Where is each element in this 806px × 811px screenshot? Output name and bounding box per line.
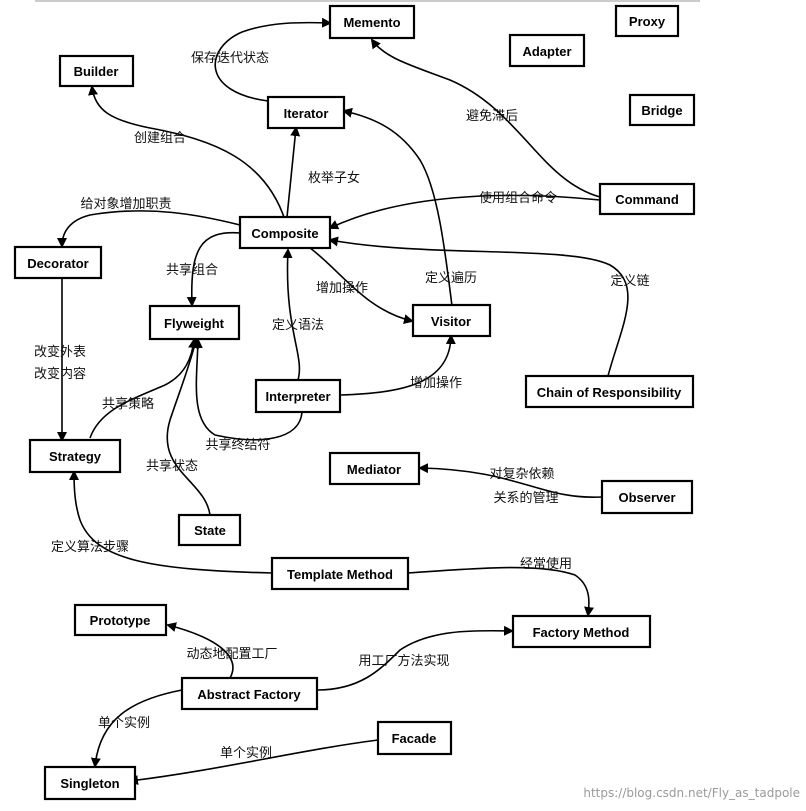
box-flyweight: Flyweight <box>148 304 241 341</box>
box-proxy: Proxy <box>614 4 680 38</box>
edge-visitor-iterator <box>342 107 453 307</box>
label-often-use: 经常使用 <box>520 556 572 572</box>
box-facade: Facade <box>376 720 453 756</box>
label-define-grammar: 定义语法 <box>272 318 324 333</box>
box-adapter: Adapter <box>508 33 586 68</box>
box-interpreter-label: Interpreter <box>265 389 330 404</box>
edge-chain-composite <box>328 236 629 377</box>
box-prototype-label: Prototype <box>90 613 151 628</box>
edge-composite-visitor <box>309 247 414 325</box>
label-add-responsibilities: 给对象增加职责 <box>80 197 171 212</box>
box-command-label: Command <box>615 192 679 207</box>
label-avoid-lag: 避免滞后 <box>466 109 518 124</box>
label-add-operation-1: 增加操作 <box>316 280 368 296</box>
edge-observer-mediator <box>418 463 603 498</box>
label-change-skin-2: 改变内容 <box>34 366 86 382</box>
box-flyweight-label: Flyweight <box>164 316 225 331</box>
box-iterator-label: Iterator <box>284 106 329 121</box>
edge-abstractfactory-factorymethod <box>316 625 514 691</box>
box-state: State <box>177 513 242 547</box>
watermark: https://blog.csdn.net/Fly_as_tadpole <box>583 786 800 800</box>
box-mediator: Mediator <box>328 451 421 486</box>
box-visitor: Visitor <box>411 303 492 338</box>
label-share-strategy: 共享策略 <box>102 396 154 412</box>
box-builder-label: Builder <box>74 64 119 79</box>
pattern-boxes: Memento Proxy Builder Adapter Iterator B… <box>13 4 696 801</box>
relation-labels: 保存迭代状态 避免滞后 创建组合 枚举子女 给对象增加职责 使用组合命令 共享组… <box>34 51 650 761</box>
label-single-instance-1: 单个实例 <box>98 716 150 731</box>
box-command: Command <box>598 182 696 216</box>
edge-interpreter-flyweight <box>192 338 303 441</box>
edge-templatemethod-factorymethod <box>407 566 595 617</box>
edge-command-memento <box>370 38 601 198</box>
edge-state-flyweight <box>166 338 211 516</box>
label-create-composition: 创建组合 <box>134 131 186 146</box>
box-bridge: Bridge <box>628 93 696 127</box>
edges <box>57 17 629 785</box>
label-use-composite-command: 使用组合命令 <box>479 190 557 206</box>
edge-interpreter-visitor <box>339 334 456 396</box>
box-chain-of-responsibility: Chain of Responsibility <box>524 374 695 409</box>
edge-composite-flyweight <box>186 231 241 307</box>
label-single-instance-2: 单个实例 <box>220 746 272 761</box>
box-state-label: State <box>194 523 226 538</box>
box-prototype: Prototype <box>73 603 168 637</box>
box-builder: Builder <box>58 54 135 88</box>
edge-abstractfactory-singleton <box>90 689 183 768</box>
label-implement-with-factory-method: 用工厂方法实现 <box>358 653 449 669</box>
box-singleton-label: Singleton <box>60 776 119 791</box>
label-define-algorithm-steps: 定义算法步骤 <box>51 540 129 555</box>
label-dynamic-config-factory: 动态地配置工厂 <box>186 647 277 662</box>
box-chain-label: Chain of Responsibility <box>537 385 682 400</box>
box-interpreter: Interpreter <box>254 378 342 414</box>
edge-facade-singleton <box>128 739 379 785</box>
box-decorator: Decorator <box>13 245 103 280</box>
edge-composite-iterator <box>286 126 301 218</box>
box-bridge-label: Bridge <box>641 103 682 118</box>
edge-command-composite <box>328 194 601 230</box>
box-decorator-label: Decorator <box>27 256 88 271</box>
box-composite-label: Composite <box>251 226 318 241</box>
box-observer: Observer <box>600 479 694 515</box>
box-adapter-label: Adapter <box>522 44 571 59</box>
box-visitor-label: Visitor <box>431 314 471 329</box>
label-enumerate-children: 枚举子女 <box>308 170 360 186</box>
label-share-state: 共享状态 <box>146 458 198 474</box>
box-template-method-label: Template Method <box>287 567 393 582</box>
label-share-composite: 共享组合 <box>166 262 218 278</box>
box-abstract-factory-label: Abstract Factory <box>197 687 301 702</box>
label-save-iteration-state: 保存迭代状态 <box>191 51 269 66</box>
box-mediator-label: Mediator <box>347 462 401 477</box>
edge-abstractfactory-prototype <box>166 622 234 679</box>
label-define-traversal: 定义遍历 <box>425 270 477 286</box>
label-complex-dependency-1: 对复杂依赖 <box>489 467 554 482</box>
edge-strategy-flyweight <box>89 338 199 439</box>
box-factory-method: Factory Method <box>511 614 652 649</box>
edge-composite-decorator <box>57 210 241 248</box>
label-add-operation-2: 增加操作 <box>410 375 462 391</box>
label-define-chain: 定义链 <box>610 274 649 289</box>
label-change-skin-1: 改变外表 <box>34 344 86 360</box>
box-iterator: Iterator <box>266 95 346 130</box>
box-facade-label: Facade <box>392 731 437 746</box>
edge-interpreter-composite <box>282 248 301 381</box>
box-factory-method-label: Factory Method <box>533 625 630 640</box>
edge-templatemethod-strategy <box>69 470 273 574</box>
box-template-method: Template Method <box>270 556 410 591</box>
box-composite: Composite <box>238 215 332 250</box>
label-share-terminal: 共享终结符 <box>205 437 270 453</box>
edge-iterator-memento <box>214 17 332 102</box>
box-memento-label: Memento <box>343 15 400 30</box>
box-observer-label: Observer <box>618 490 675 505</box>
edge-composite-builder <box>88 85 286 221</box>
box-singleton: Singleton <box>43 765 137 801</box>
box-strategy-label: Strategy <box>49 449 102 464</box>
label-complex-dependency-2: 关系的管理 <box>493 490 558 506</box>
box-memento: Memento <box>328 4 416 40</box>
box-proxy-label: Proxy <box>629 14 666 29</box>
box-abstract-factory: Abstract Factory <box>180 676 319 711</box>
box-strategy: Strategy <box>28 438 122 474</box>
